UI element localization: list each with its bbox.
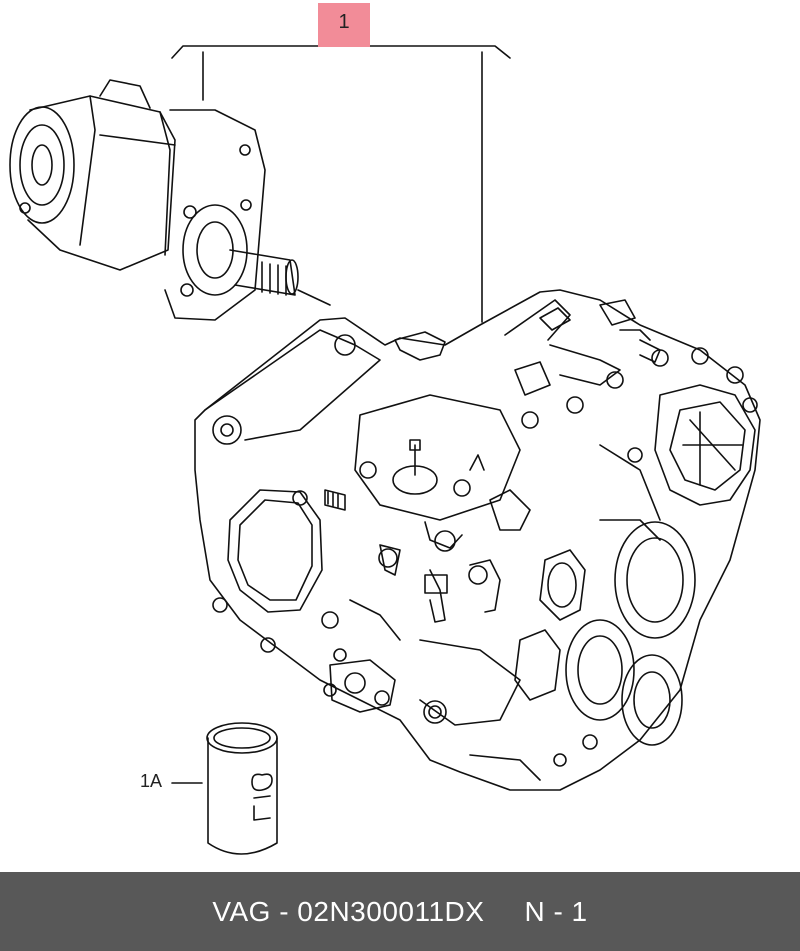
exploded-parts-diagram — [9, 37, 761, 855]
gearbox-housing-drawing — [194, 289, 761, 791]
callout-1a-label: 1A — [140, 771, 163, 791]
footer-bar: VAG - 02N300011DX N - 1 — [0, 872, 800, 951]
callout-bracket — [171, 37, 511, 323]
oil-can-drawing — [171, 722, 278, 855]
page-number-text: N - 1 — [524, 895, 588, 927]
drive-unit-drawing — [9, 79, 331, 321]
callout-1-label: 1 — [318, 3, 370, 47]
part-number-text: VAG - 02N300011DX — [212, 895, 485, 927]
